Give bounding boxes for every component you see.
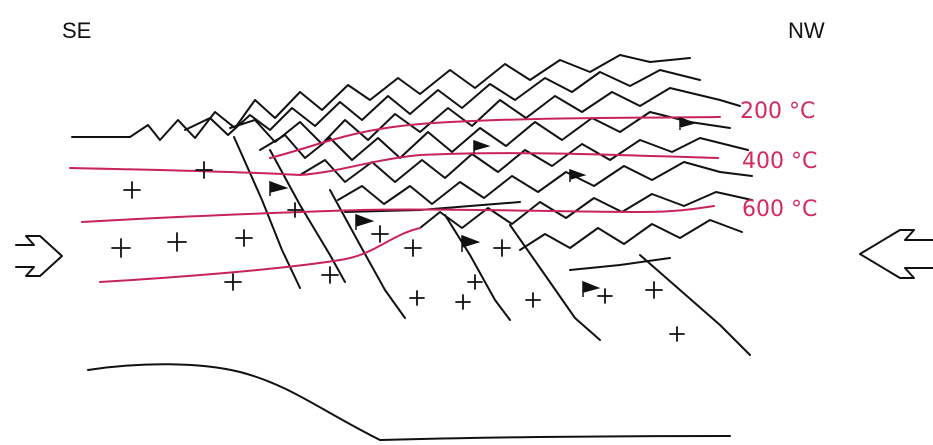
folded-sediment-layers [72, 55, 752, 250]
isotherm-400 [70, 153, 718, 175]
isotherms [70, 117, 720, 282]
isotherm-label-600: 600 °C [742, 197, 817, 222]
thrust-faults [234, 137, 750, 355]
isotherm-deep [100, 228, 420, 282]
isotherm-label-200: 200 °C [740, 99, 815, 124]
compression-arrow-left-icon [16, 236, 62, 276]
label-nw: NW [788, 18, 825, 43]
basement-crosses [112, 162, 684, 341]
isotherm-label-400: 400 °C [742, 149, 817, 174]
basal-profile-line [88, 364, 730, 440]
isotherm-600 [82, 206, 714, 222]
label-se: SE [62, 18, 91, 43]
compression-arrow-right-icon [860, 230, 933, 278]
